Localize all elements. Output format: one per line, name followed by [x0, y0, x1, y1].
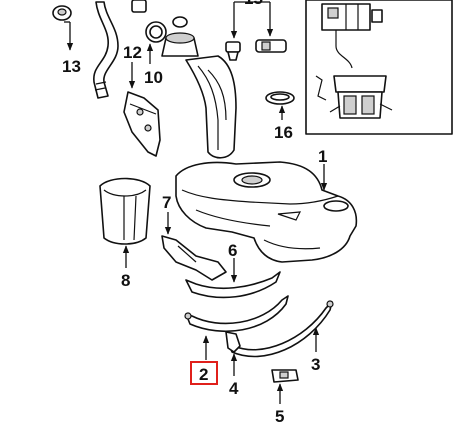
callout-1: 1	[318, 147, 327, 166]
callout-8: 8	[121, 271, 130, 290]
top-clip	[131, 0, 147, 13]
filler-neck-pipe	[185, 55, 237, 159]
part-2-tank-strap	[184, 295, 289, 333]
callout-13: 13	[62, 57, 81, 76]
callout-10: 10	[144, 68, 163, 87]
inset-fuel-pump-module	[305, 0, 453, 135]
callout-15: 15	[244, 0, 263, 8]
callout-5: 5	[275, 407, 284, 426]
callout-4: 4	[229, 379, 239, 398]
highlight-box-2[interactable]	[190, 361, 218, 385]
part-16-seal-ring	[265, 91, 295, 105]
part-5-mount-block	[271, 369, 299, 383]
part-13-filler-cap	[52, 5, 72, 21]
part-7-bracket	[161, 235, 227, 281]
callout-3: 3	[311, 355, 320, 374]
part-8-heat-shield	[99, 177, 151, 245]
filler-hose	[93, 1, 119, 99]
callout-7: 7	[162, 193, 171, 212]
part-4-clip	[225, 331, 241, 353]
callout-16: 16	[274, 123, 293, 142]
part-15-vent-valves	[225, 39, 287, 61]
part-10-grommet	[145, 21, 167, 43]
part-1-fuel-tank	[175, 161, 358, 263]
part-3-tank-strap	[227, 300, 334, 358]
part-6-strap-shield	[185, 271, 281, 299]
part-12-bracket	[123, 91, 161, 157]
callout-12: 12	[123, 43, 142, 62]
callout-2: 2	[199, 365, 208, 384]
filler-neck-top	[161, 16, 199, 57]
callout-6: 6	[228, 241, 237, 260]
